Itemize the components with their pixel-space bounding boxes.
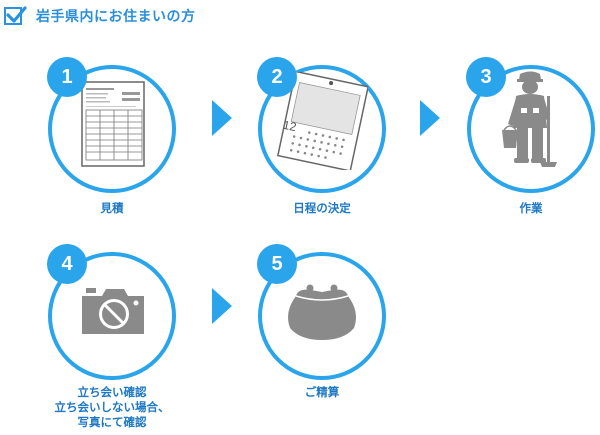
quote-document-icon <box>81 81 145 167</box>
step-number-badge: 2 <box>257 57 297 97</box>
step-label: 作業 <box>431 201 600 216</box>
step-number-badge: 3 <box>466 57 506 97</box>
step-number-badge: 5 <box>257 244 297 284</box>
coin-purse-icon <box>288 284 356 340</box>
step-label-line: 作業 <box>519 201 543 215</box>
checkbox-icon <box>4 6 27 25</box>
step-label-line: 立ち会いしない場合、 <box>54 400 170 414</box>
worker-icon <box>502 71 557 167</box>
step-number-badge: 1 <box>47 57 87 97</box>
section-header: 岩手県内にお住まいの方 <box>4 3 196 29</box>
calendar-month: 12 <box>281 117 298 135</box>
step-label: ご精算 <box>222 385 422 400</box>
step-label: 日程の決定 <box>222 201 422 216</box>
camera-icon <box>82 288 144 334</box>
step-label: 立ち会い確認 立ち会いしない場合、 写真にて確認 <box>12 385 212 430</box>
step-label-line: 見積 <box>100 201 124 215</box>
step-number-badge: 4 <box>47 244 87 284</box>
step-label-line: 日程の決定 <box>293 201 351 215</box>
next-arrow-icon <box>420 100 440 136</box>
calendar-icon <box>276 72 368 170</box>
next-arrow-icon <box>212 288 232 324</box>
section-title: 岩手県内にお住まいの方 <box>36 9 196 25</box>
next-arrow-icon <box>212 100 232 136</box>
step-label: 見積 <box>12 201 212 216</box>
step-label-line: 立ち会い確認 <box>77 385 147 399</box>
step-label-line: 写真にて確認 <box>77 415 147 429</box>
step-label-line: ご精算 <box>304 385 340 399</box>
